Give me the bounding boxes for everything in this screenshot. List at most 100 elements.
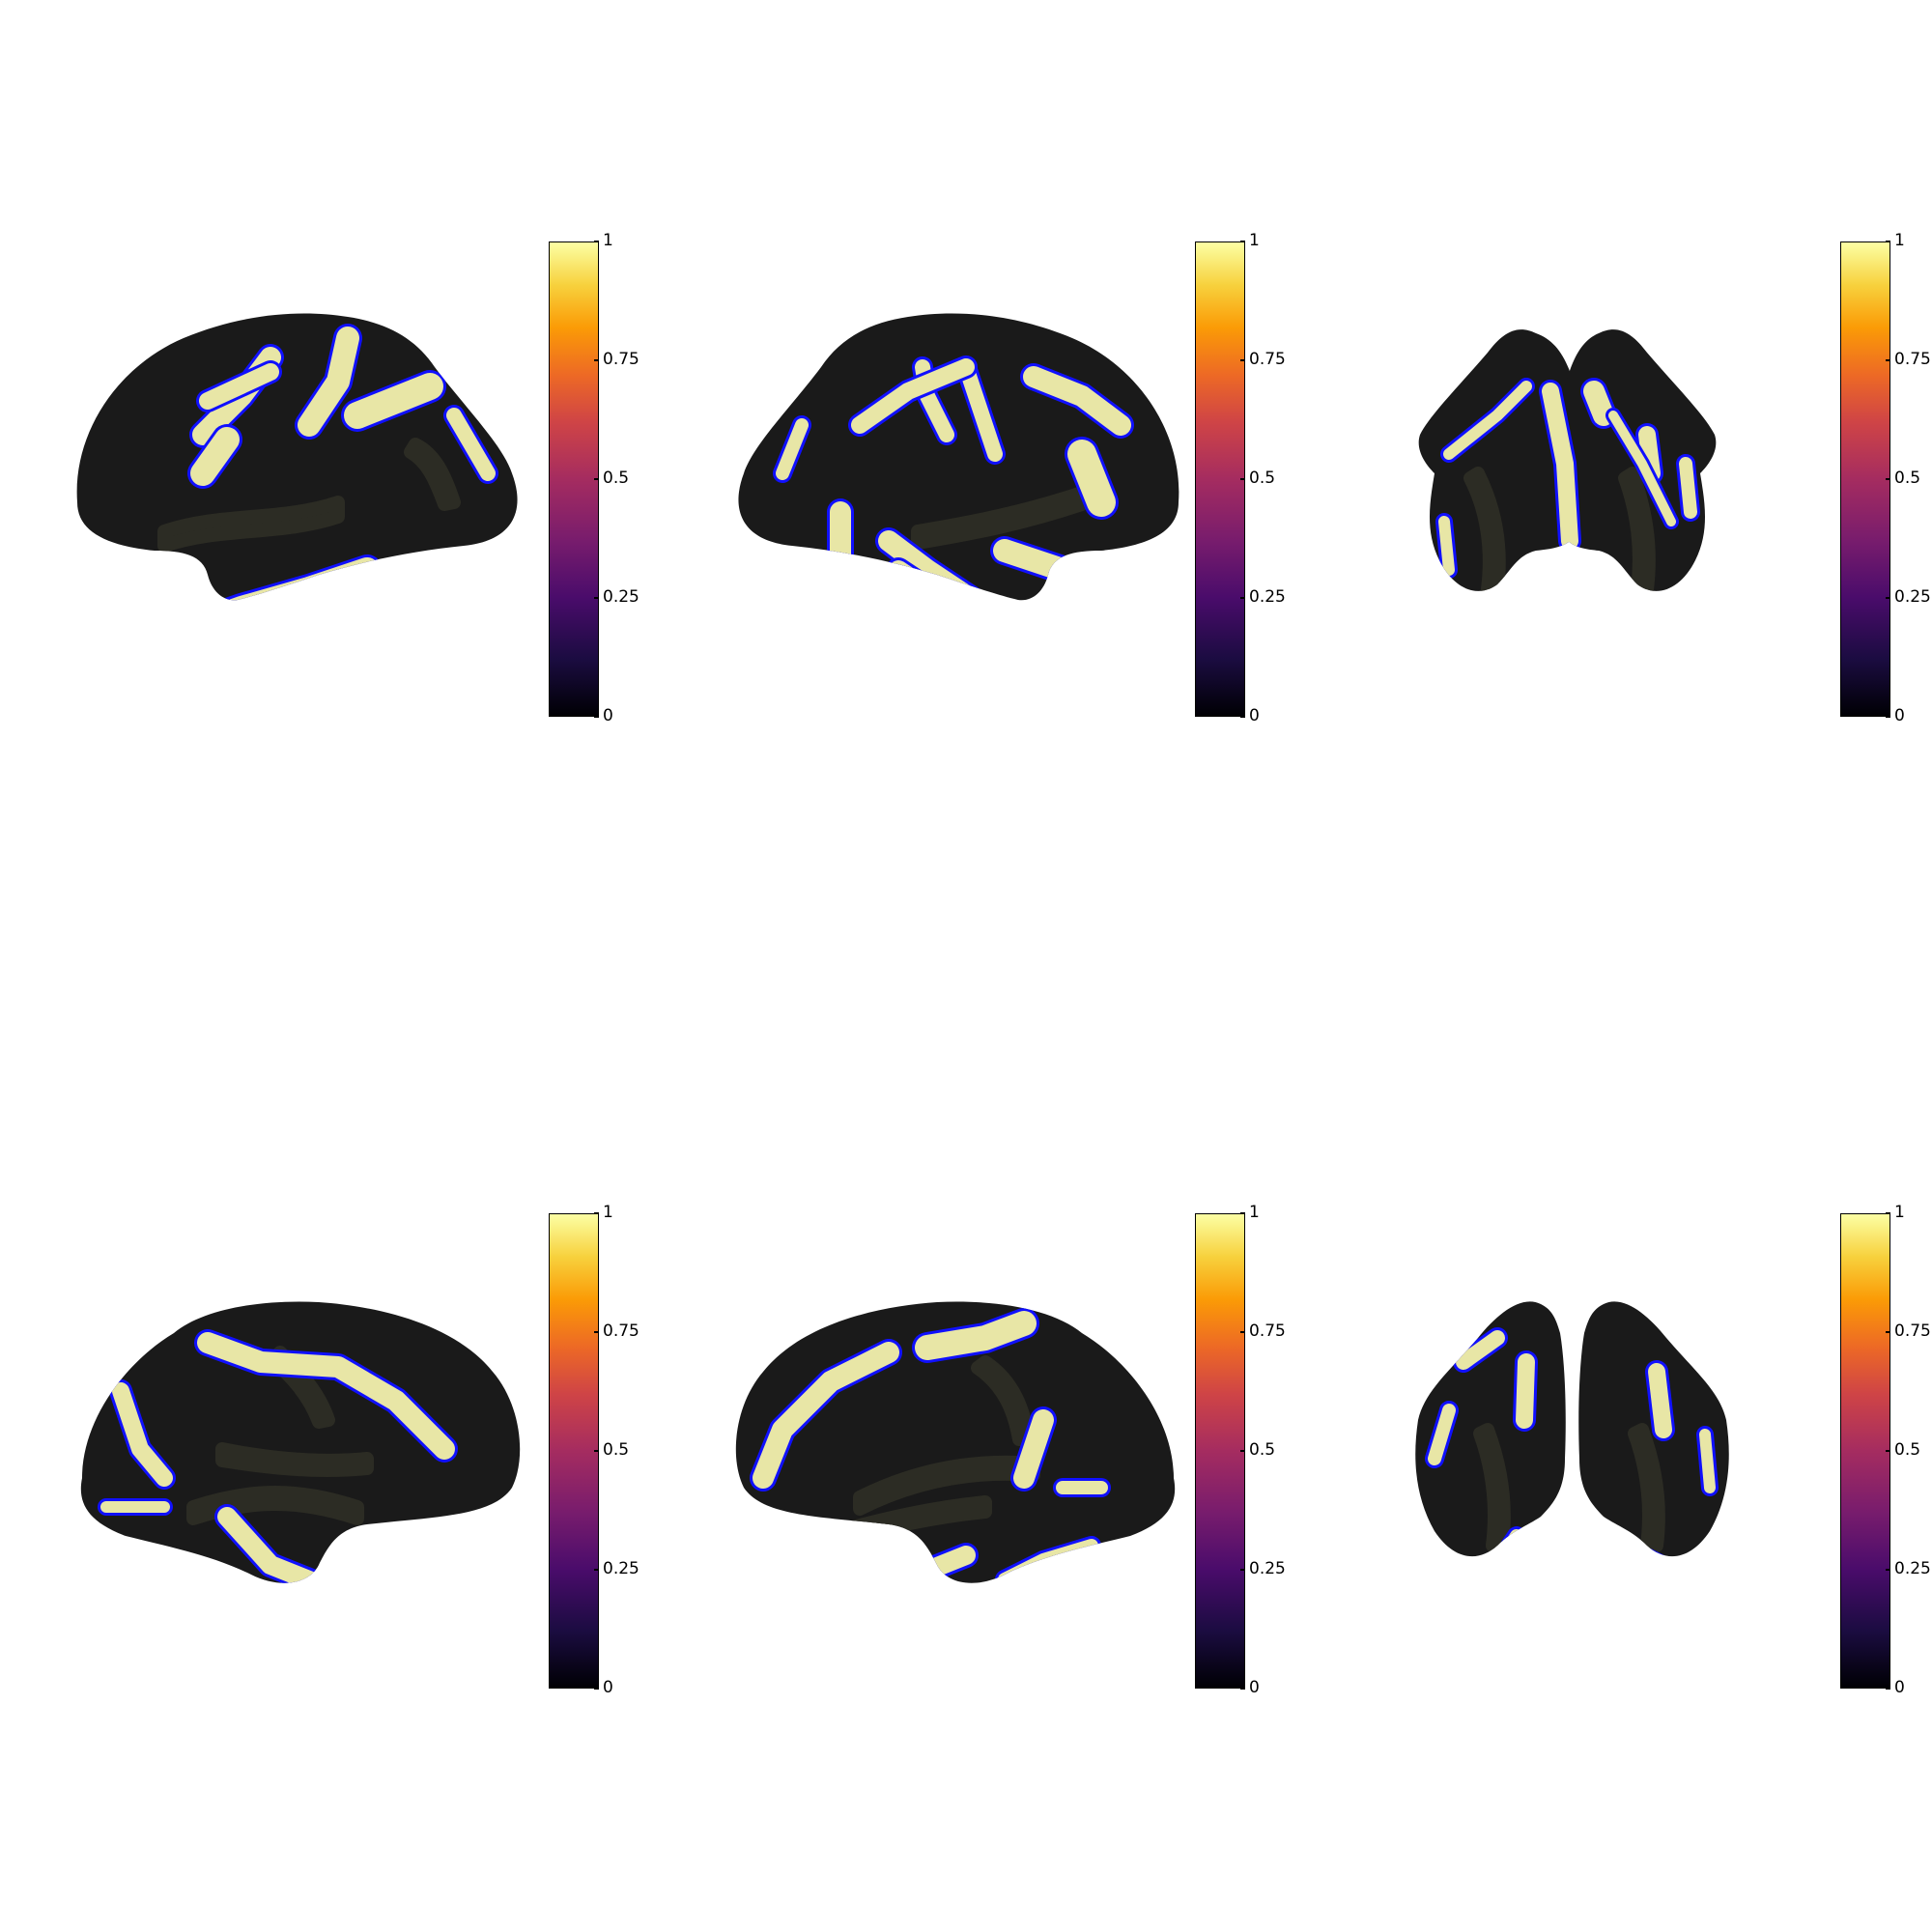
- colorbar-tick-label: 0.5: [1249, 469, 1276, 488]
- label-region: [199, 363, 279, 410]
- colorbar-tick-mark: [1886, 478, 1890, 480]
- colorbar-tick-label: 0.25: [1894, 1559, 1931, 1578]
- colorbar-tick-label: 0.5: [1894, 469, 1921, 488]
- label-region-outline: [258, 567, 438, 601]
- colorbar-tick-mark: [1886, 1212, 1890, 1214]
- brain-surface-medial: [738, 313, 1179, 601]
- sulcal-shading: [261, 647, 415, 697]
- colorbar-tick-label: 0.5: [603, 469, 630, 488]
- label-region: [446, 408, 496, 481]
- label-region-outline: [128, 1548, 201, 1573]
- label-region: [753, 1342, 899, 1489]
- label-region: [1456, 1330, 1505, 1370]
- colorbar-tick-mark: [1886, 716, 1890, 718]
- colorbar-tick-label: 0.5: [1249, 1440, 1276, 1460]
- sulcal-shading: [157, 496, 345, 553]
- colorbar-tick-label: 0.5: [1894, 1440, 1921, 1460]
- colorbar-tick-mark: [594, 1331, 599, 1333]
- colorbar-tick-mark: [594, 241, 599, 242]
- label-region: [197, 1332, 455, 1460]
- label-region: [851, 358, 975, 434]
- label-region: [344, 373, 443, 429]
- label-region-outline: [218, 585, 371, 601]
- colorbar-tick-mark: [594, 478, 599, 480]
- sulcal-shading: [186, 1486, 364, 1525]
- label-region: [261, 570, 435, 601]
- colorbar-tick-mark: [1240, 478, 1245, 480]
- label-region: [1428, 1404, 1456, 1465]
- colorbar-tick-label: 1: [603, 231, 613, 250]
- label-region: [217, 1507, 328, 1583]
- brain-surface-dorsal: [1418, 329, 1717, 591]
- colorbar-tick-label: 1: [1249, 231, 1260, 250]
- label-region: [298, 327, 359, 437]
- label-region: [915, 1311, 1037, 1360]
- colorbar-tick-label: 1: [1894, 231, 1905, 250]
- label-region: [1583, 381, 1614, 426]
- colorbar: [549, 1213, 599, 1689]
- label-region: [1013, 1409, 1054, 1489]
- brain-surface-lateral: [76, 313, 518, 601]
- label-region: [1023, 366, 1131, 436]
- colorbar-tick-label: 0.75: [1249, 350, 1286, 369]
- label-region: [1542, 383, 1578, 550]
- sulcal-shading: [971, 1355, 1036, 1446]
- colorbar-tick-label: 1: [1249, 1203, 1260, 1222]
- colorbar-tick-label: 0: [1894, 1678, 1905, 1697]
- colorbar-tick-mark: [1240, 359, 1245, 361]
- colorbar-tick-label: 0.25: [1249, 587, 1286, 607]
- label-region: [112, 1382, 173, 1487]
- colorbar-tick-label: 0: [1249, 1678, 1260, 1697]
- colorbar-tick-mark: [1886, 1331, 1890, 1333]
- brain-surface-lateral: [80, 1301, 521, 1583]
- sulcal-shading: [215, 1442, 374, 1477]
- colorbar-tick-mark: [594, 716, 599, 718]
- colorbar-tick-label: 0.25: [603, 1559, 639, 1578]
- colorbar-tick-label: 0.75: [1249, 1321, 1286, 1341]
- colorbar-tick-mark: [1240, 1331, 1245, 1333]
- sulcal-shading: [1628, 1423, 1665, 1552]
- colorbar-tick-label: 0.25: [603, 587, 639, 607]
- colorbar-tick-mark: [1240, 1212, 1245, 1214]
- label-region: [190, 427, 240, 486]
- colorbar-tick-label: 0.75: [603, 1321, 639, 1341]
- colorbar-tick-mark: [1886, 597, 1890, 599]
- panel-row2-dorsal: [0, 0, 657, 502]
- colorbar-tick-mark: [1886, 1569, 1890, 1571]
- colorbar-tick-label: 0.75: [1894, 350, 1931, 369]
- colorbar-tick-mark: [1240, 241, 1245, 242]
- colorbar-tick-mark: [594, 597, 599, 599]
- colorbar-tick-label: 0.75: [603, 350, 639, 369]
- label-region: [1699, 1429, 1716, 1493]
- colorbar-tick-mark: [594, 1450, 599, 1452]
- colorbar-tick-mark: [1886, 1450, 1890, 1452]
- colorbar: [1195, 242, 1245, 717]
- sulcal-shading: [811, 676, 1005, 700]
- sulcal-shading: [404, 438, 461, 511]
- colorbar: [1840, 1213, 1890, 1689]
- colorbar-tick-mark: [1240, 1569, 1245, 1571]
- colorbar-tick-label: 0.5: [603, 1440, 630, 1460]
- label-region: [1443, 381, 1532, 460]
- label-region-outline: [1639, 1548, 1674, 1557]
- colorbar-tick-mark: [594, 1688, 599, 1690]
- colorbar-tick-mark: [1240, 1450, 1245, 1452]
- sulcal-shading: [911, 486, 1089, 550]
- label-region: [130, 1550, 198, 1570]
- colorbar-tick-label: 0: [1894, 706, 1905, 725]
- colorbar-tick-label: 0: [603, 706, 613, 725]
- brain-surface-dorsal: [1415, 1301, 1729, 1557]
- colorbar-tick-mark: [1886, 1688, 1890, 1690]
- colorbar-tick-mark: [1240, 716, 1245, 718]
- label-region: [1438, 516, 1455, 576]
- colorbar-tick-label: 1: [603, 1203, 613, 1222]
- label-region: [1516, 1353, 1535, 1429]
- colorbar-tick-mark: [1240, 597, 1245, 599]
- label-region: [221, 588, 368, 601]
- brain-surface-medial: [735, 1301, 1176, 1583]
- label-region: [1067, 440, 1116, 517]
- label-region: [776, 418, 809, 480]
- colorbar-tick-label: 0: [1249, 706, 1260, 725]
- colorbar: [1195, 1213, 1245, 1689]
- colorbar-tick-mark: [1886, 241, 1890, 242]
